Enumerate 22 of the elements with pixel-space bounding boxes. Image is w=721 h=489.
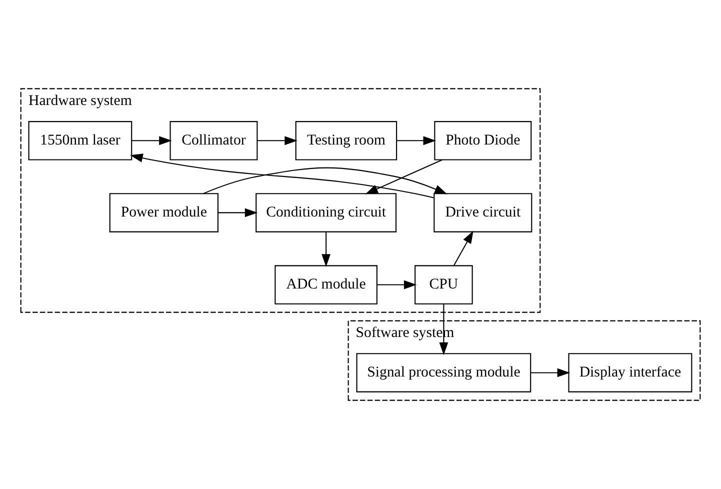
arrow — [377, 280, 417, 290]
arrow — [257, 136, 298, 146]
node-box: Power module — [109, 193, 218, 232]
arrow — [396, 136, 436, 146]
node-box: Conditioning circuit — [256, 193, 397, 232]
node-box: CPU — [414, 265, 473, 304]
node-box: Display interface — [568, 353, 692, 392]
node-box: Collimator — [170, 121, 258, 160]
arrow — [530, 368, 570, 378]
node-box: Testing room — [295, 121, 398, 160]
node-box: Signal processing module — [356, 353, 532, 392]
node-box: Photo Diode — [434, 121, 532, 160]
arrow — [322, 232, 331, 267]
node-box: Drive circuit — [434, 193, 532, 232]
arrow — [132, 136, 172, 146]
node-box: ADC module — [274, 265, 378, 304]
arrow — [203, 167, 448, 194]
arrow — [365, 159, 442, 194]
arrow — [454, 230, 474, 266]
arrow — [218, 208, 258, 218]
arrow — [130, 154, 434, 198]
node-box: 1550nm laser — [28, 121, 132, 160]
